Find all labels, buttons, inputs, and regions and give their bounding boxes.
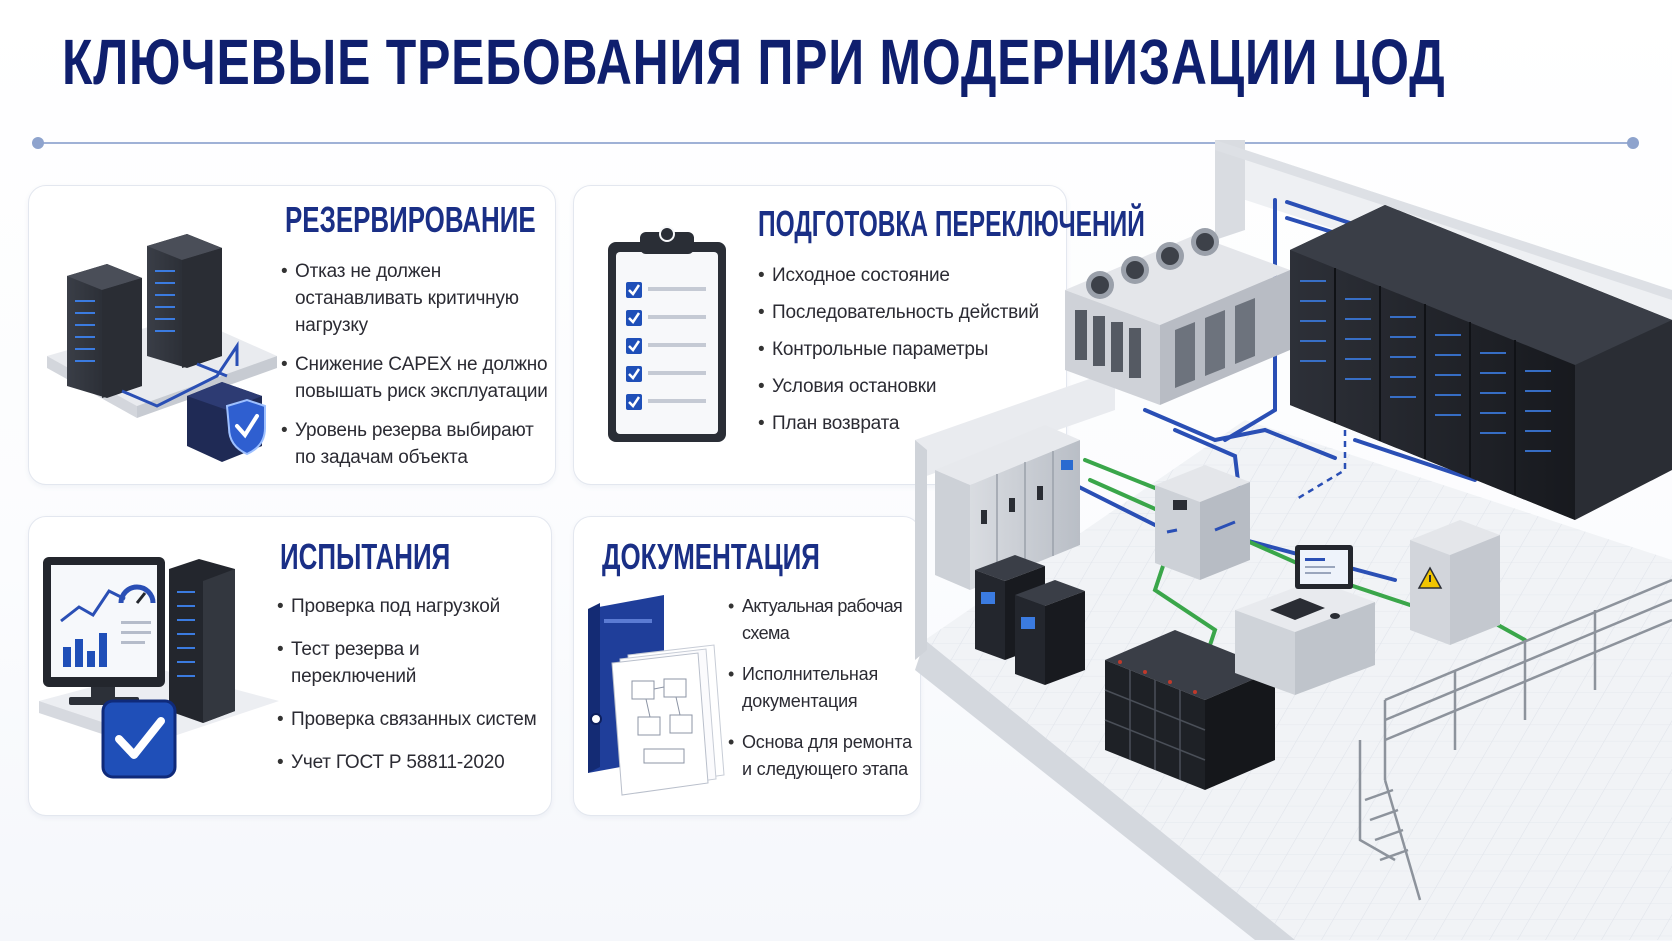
documentation-item-3: Основа для ремонта и следующего этапа bbox=[728, 729, 922, 783]
documentation-item-2: Исполнительная документация bbox=[728, 661, 902, 715]
card-testing-title: ИСПЫТАНИЯ bbox=[280, 536, 451, 577]
server-racks-row bbox=[1290, 205, 1672, 520]
card-testing: ИСПЫТАНИЯ Проверка под нагрузкой Тест ре… bbox=[28, 516, 552, 816]
ats-cabinet bbox=[1155, 465, 1250, 580]
switching-item-1: Исходное состояние bbox=[758, 262, 1058, 289]
datacenter-illustration bbox=[915, 140, 1672, 940]
switching-item-4: Условия остановки bbox=[758, 373, 1058, 400]
documentation-item-1: Актуальная рабочая схема bbox=[728, 593, 928, 647]
card-redundancy-title: РЕЗЕРВИРОВАНИЕ bbox=[285, 199, 536, 240]
divider-dot-left bbox=[32, 137, 44, 149]
switchgear-cabinets bbox=[935, 425, 1080, 590]
title-divider bbox=[38, 142, 1634, 144]
shield-check-icon bbox=[225, 398, 266, 456]
divider-dot-right bbox=[1627, 137, 1639, 149]
testing-item-2: Тест резерва и переключений bbox=[277, 636, 545, 690]
card-redundancy: РЕЗЕРВИРОВАНИЕ Отказ не должен останавли… bbox=[28, 185, 556, 485]
chiller-unit bbox=[1065, 228, 1290, 405]
switching-item-2: Последовательность действий bbox=[758, 299, 1058, 326]
railing-stairs bbox=[1358, 578, 1672, 901]
clipboard-checklist-icon bbox=[608, 226, 726, 442]
ups-units bbox=[975, 555, 1085, 685]
card-documentation: ДОКУМЕНТАЦИЯ Актуальная рабочая схема Ис… bbox=[573, 516, 921, 816]
battery-racks bbox=[1104, 630, 1275, 790]
testing-item-4: Учет ГОСТ Р 58811-2020 bbox=[277, 749, 545, 776]
card-documentation-title: ДОКУМЕНТАЦИЯ bbox=[602, 536, 820, 577]
page-title: КЛЮЧЕВЫЕ ТРЕБОВАНИЯ ПРИ МОДЕРНИЗАЦИИ ЦОД bbox=[62, 26, 1446, 98]
operator-desk bbox=[1235, 545, 1375, 695]
card-switching-title: ПОДГОТОВКА ПЕРЕКЛЮЧЕНИЙ bbox=[758, 203, 1145, 244]
testing-item-3: Проверка связанных систем bbox=[277, 706, 545, 733]
switching-item-3: Контрольные параметры bbox=[758, 336, 1058, 363]
binder-documents-icon bbox=[588, 595, 725, 796]
switching-item-5: План возврата bbox=[758, 410, 1058, 437]
checkmark-badge-icon bbox=[101, 699, 177, 779]
testing-item-1: Проверка под нагрузкой bbox=[277, 593, 545, 620]
monitor-chart-icon bbox=[39, 557, 279, 779]
redundancy-item-1: Отказ не должен останавливать критичную … bbox=[281, 258, 549, 339]
redundancy-item-3: Уровень резерва выбирают по задачам объе… bbox=[281, 417, 549, 471]
redundancy-item-2: Снижение CAPEX не должно повышать риск э… bbox=[281, 351, 549, 405]
server-rack-icon bbox=[47, 234, 277, 462]
electrical-panel bbox=[1410, 520, 1500, 645]
card-switching: ПОДГОТОВКА ПЕРЕКЛЮЧЕНИЙ Исходное состоян… bbox=[573, 185, 1145, 485]
